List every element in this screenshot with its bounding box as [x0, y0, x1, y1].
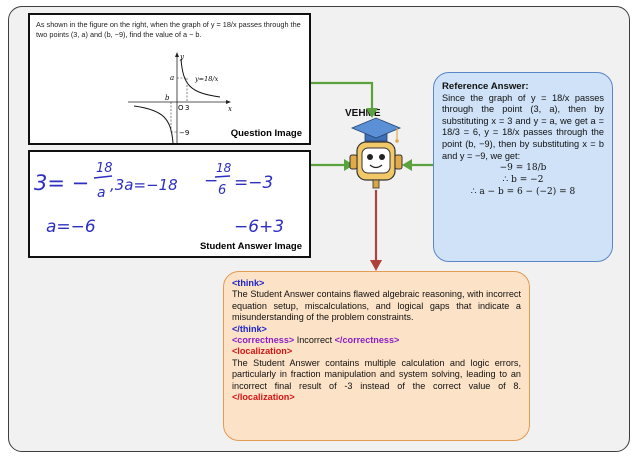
curve-branch-negative [133, 105, 174, 144]
reference-answer-box: Reference Answer: Since the graph of y =… [433, 72, 613, 262]
reference-answer-title: Reference Answer: [442, 81, 529, 92]
student-answer-panel: 3= − 18 a ,3a=−18 − 18 6 =−3 a=−6 −6+3 S… [28, 150, 311, 258]
think-close-tag: </think> [232, 323, 267, 334]
tick-3-label: 3 [185, 104, 189, 112]
hw-line2-right: −6+3 [234, 217, 284, 237]
y-axis-label: y [179, 53, 185, 61]
y-axis-arrow [175, 52, 179, 57]
hw-frac2-num: 18 [216, 161, 232, 175]
x-axis-arrow [226, 100, 231, 104]
hw-frac-bar [93, 175, 113, 179]
reference-eq2: ∴ b = −2 [502, 175, 544, 186]
curve-branch-positive [180, 58, 221, 98]
hw-line2-left: a=−6 [46, 217, 96, 237]
think-text: The Student Answer contains flawed algeb… [232, 289, 521, 323]
hw-line1-mid: ,3a=−18 [110, 176, 178, 194]
neg9-label: −9 [179, 129, 189, 137]
b-label: b [165, 94, 170, 102]
origin-label: O [178, 104, 184, 112]
localization-open-tag: <localization> [232, 346, 293, 357]
localization-text: The Student Answer contains multiple cal… [232, 357, 521, 391]
correctness-value: Incorrect [294, 335, 335, 346]
student-answer-caption: Student Answer Image [199, 241, 302, 252]
vehme-label: VEHME [345, 108, 381, 119]
curve-label: y=18/x [194, 75, 219, 83]
question-image-caption: Question Image [230, 128, 302, 139]
hw-neg-sign: − [204, 171, 218, 191]
reference-answer-body: Since the graph of y = 18/x passes throu… [442, 92, 604, 161]
reference-eq3: ∴ a − b = 6 − (−2) = 8 [470, 187, 576, 198]
a-label: a [170, 74, 174, 82]
hyperbola-graph: y x O 3 a b −9 y=18/x [128, 52, 232, 144]
handwritten-answer: 3= − 18 a ,3a=−18 − 18 6 =−3 a=−6 −6+3 [34, 161, 284, 237]
correctness-close-tag: </correctness> [334, 335, 400, 346]
hw-line1-right: =−3 [234, 173, 273, 193]
correctness-open-tag: <correctness> [232, 335, 295, 346]
think-open-tag: <think> [232, 278, 265, 288]
hw-frac-num: 18 [96, 161, 113, 176]
model-output-box: <think> The Student Answer contains flaw… [223, 271, 530, 441]
x-axis-label: x [228, 105, 232, 113]
question-text: As shown in the figure on the right, whe… [36, 20, 301, 39]
hw-frac2-den: 6 [218, 183, 226, 198]
hw-frac-den: a [97, 185, 106, 201]
hw-line1-left: 3= − [34, 171, 89, 195]
localization-close-tag: </localization> [232, 392, 295, 403]
hw-frac2-bar [214, 175, 231, 178]
reference-eq1: −9 = 18/b [499, 163, 547, 174]
question-image-panel: As shown in the figure on the right, whe… [28, 13, 311, 145]
